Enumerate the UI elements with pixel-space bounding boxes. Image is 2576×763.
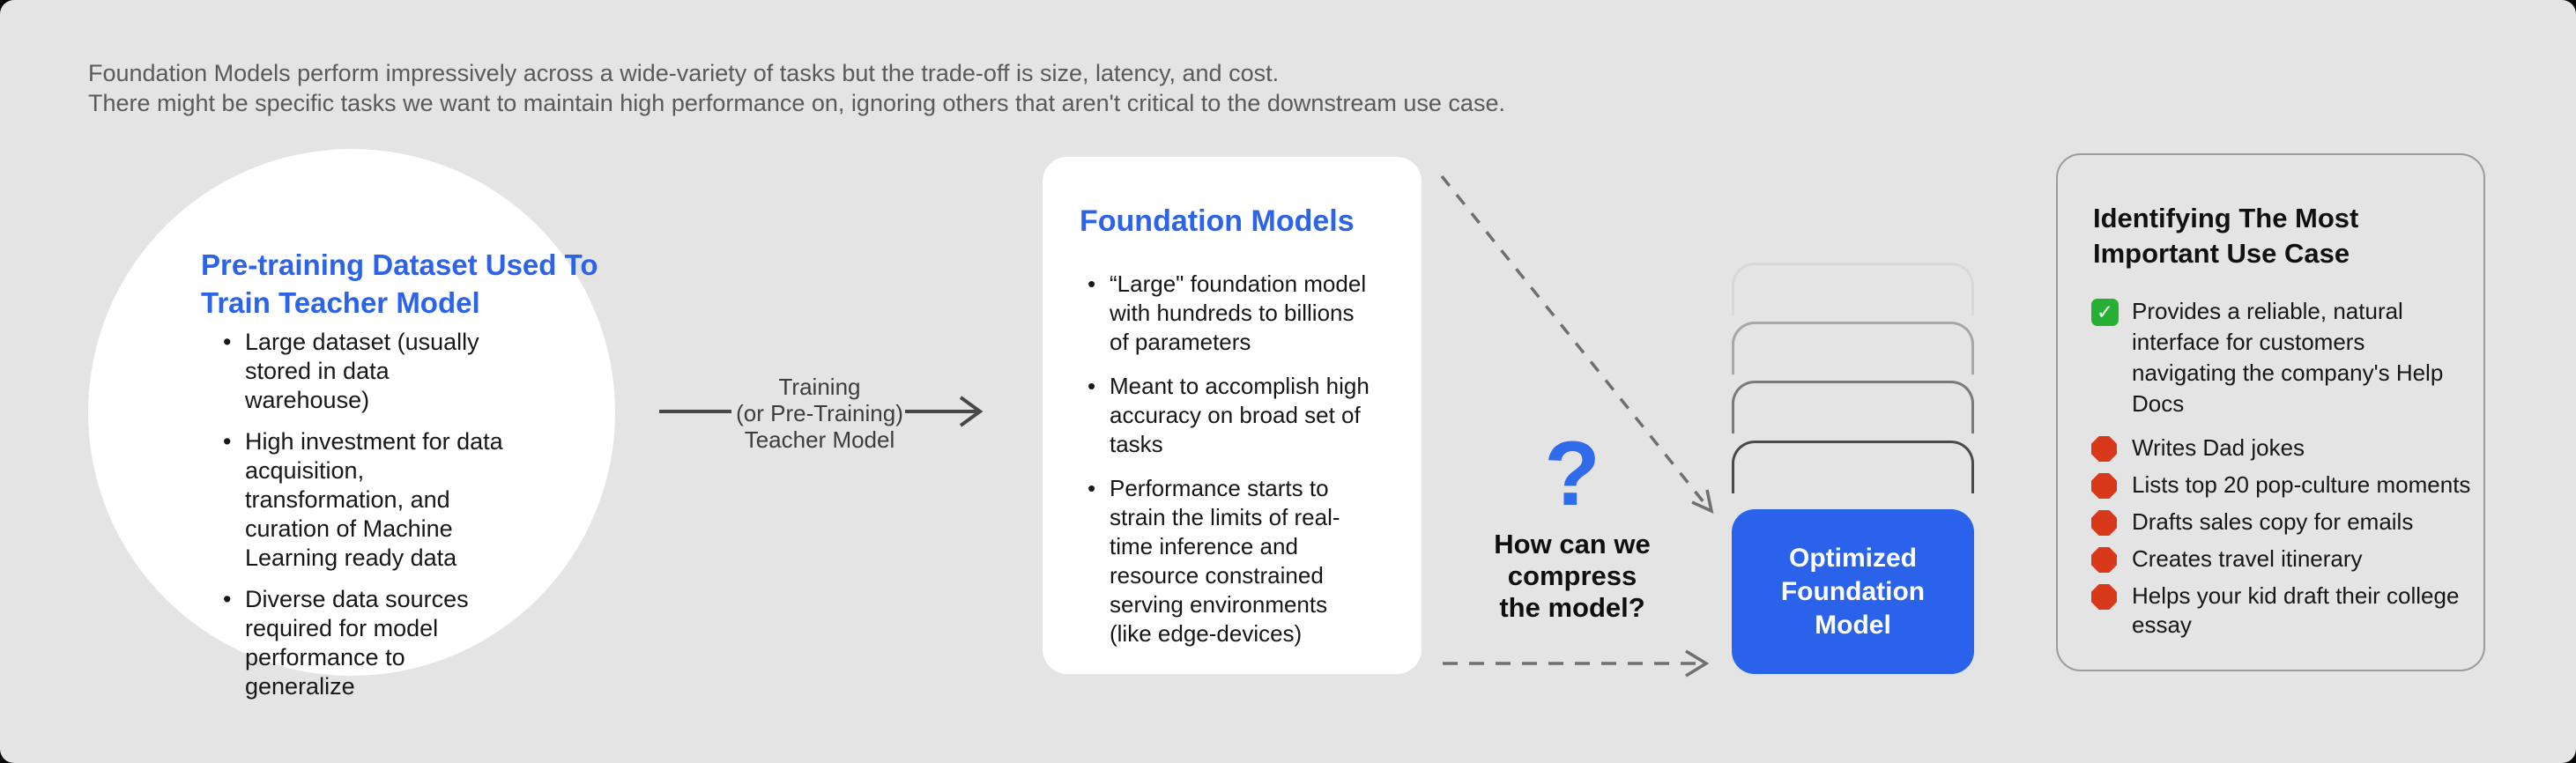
blocked-item-4: Creates travel itinerary	[2091, 544, 2480, 574]
foundation-bullet-1: “Large" foundation model with hundreds t…	[1081, 270, 1372, 357]
training-label-line-3: Teacher Model	[744, 426, 895, 453]
blocked-item-text: Helps your kid draft their college essay	[2132, 582, 2460, 638]
optimized-model-label: Optimized Foundation Model	[1780, 543, 1926, 640]
blocked-items-list: Writes Dad jokes Lists top 20 pop-cultur…	[2091, 433, 2480, 640]
blocked-item-5: Helps your kid draft their college essay	[2091, 582, 2480, 640]
teacher-bullet-3: Diverse data sources required for model …	[217, 585, 508, 701]
compress-line-3: the model?	[1499, 592, 1645, 623]
blocked-item-text: Lists top 20 pop-culture moments	[2132, 471, 2471, 498]
model-stack-tab-1	[1732, 263, 1974, 315]
check-glyph: ✓	[2096, 300, 2114, 323]
check-icon: ✓	[2091, 299, 2119, 326]
use-case-title: Identifying The Most Important Use Case	[2093, 203, 2359, 269]
foundation-models-title: Foundation Models	[1080, 204, 1355, 238]
intro-line-2: There might be specific tasks we want to…	[88, 90, 1505, 116]
training-label-line-1: Training	[778, 374, 861, 400]
blocked-item-text: Drafts sales copy for emails	[2132, 508, 2414, 535]
training-arrow-label: Training (or Pre-Training) Teacher Model	[728, 374, 911, 453]
foundation-models-card: Foundation Models “Large" foundation mod…	[1043, 157, 1422, 674]
output-dashed-arrow	[1443, 649, 1710, 678]
intro-paragraph: Foundation Models perform impressively a…	[88, 58, 1505, 118]
question-mark: ?	[1544, 423, 1600, 525]
teacher-circle-title: Pre-training Dataset Used To Train Teach…	[201, 248, 598, 319]
compress-question: How can we compress the model?	[1475, 529, 1669, 624]
blocked-item-text: Creates travel itinerary	[2132, 545, 2363, 572]
model-stack-tab-3	[1732, 381, 1974, 433]
stop-icon	[2091, 473, 2117, 499]
teacher-bullet-1: Large dataset (usually stored in data wa…	[217, 328, 508, 415]
foundation-models-bullet-list: “Large" foundation model with hundreds t…	[1081, 270, 1372, 663]
stop-icon	[2091, 436, 2117, 462]
blocked-item-text: Writes Dad jokes	[2132, 434, 2305, 461]
teacher-bullet-2: High investment for data acquisition, tr…	[217, 427, 508, 573]
use-case-card: Identifying The Most Important Use Case …	[2056, 153, 2485, 671]
teacher-circle-bullet-list: Large dataset (usually stored in data wa…	[217, 328, 508, 714]
stop-icon	[2091, 547, 2117, 573]
blocked-item-2: Lists top 20 pop-culture moments	[2091, 470, 2480, 500]
blocked-item-1: Writes Dad jokes	[2091, 433, 2480, 463]
compress-line-1: How can we	[1494, 529, 1651, 559]
training-label-line-2: (or Pre-Training)	[736, 400, 903, 426]
check-item-text: Provides a reliable, natural interface f…	[2132, 298, 2444, 417]
use-case-check-item: ✓ Provides a reliable, natural interface…	[2091, 296, 2470, 419]
compress-line-2: compress	[1507, 560, 1637, 591]
intro-line-1: Foundation Models perform impressively a…	[88, 60, 1280, 86]
teacher-dataset-circle: Pre-training Dataset Used To Train Teach…	[88, 149, 615, 700]
model-stack-tab-4	[1732, 441, 1974, 493]
foundation-bullet-3: Performance starts to strain the limits …	[1081, 474, 1372, 648]
model-stack-tab-2	[1732, 322, 1974, 374]
stop-icon	[2091, 584, 2117, 610]
stop-icon	[2091, 510, 2117, 536]
foundation-bullet-2: Meant to accomplish high accuracy on bro…	[1081, 372, 1372, 459]
blocked-item-3: Drafts sales copy for emails	[2091, 507, 2480, 537]
optimized-model-box: Optimized Foundation Model	[1732, 509, 1974, 674]
